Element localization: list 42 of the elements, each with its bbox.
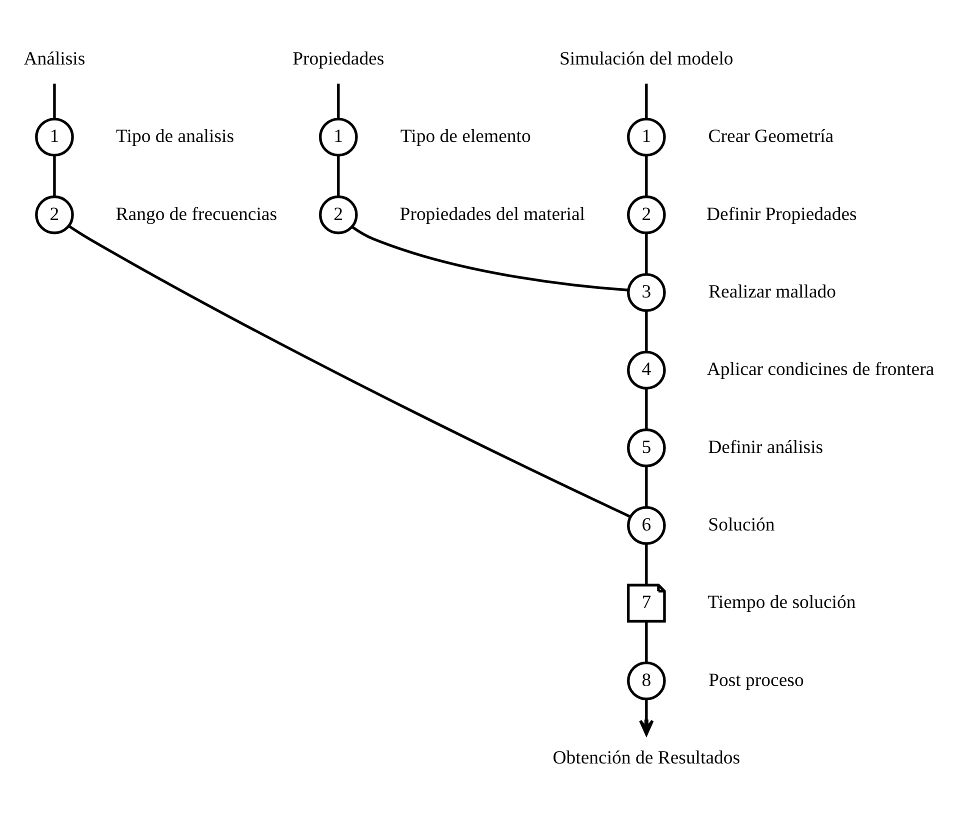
connector bbox=[645, 388, 648, 430]
node-circle: 2 bbox=[627, 195, 666, 234]
node-circle: 1 bbox=[627, 118, 666, 157]
arrow bbox=[639, 699, 654, 736]
connector bbox=[53, 84, 56, 119]
node-text: Análisis bbox=[24, 48, 86, 70]
node-circle: 2 bbox=[35, 195, 74, 234]
connector bbox=[68, 224, 631, 518]
node-circle: 2 bbox=[318, 195, 358, 234]
node-label: Tipo de analisis bbox=[116, 126, 234, 148]
node-circle: 1 bbox=[318, 118, 358, 157]
connector bbox=[645, 622, 648, 663]
node-label: Realizar mallado bbox=[708, 281, 836, 302]
connector bbox=[352, 226, 629, 292]
node-circle: 4 bbox=[627, 350, 666, 390]
connector bbox=[337, 84, 340, 119]
node-circle: 3 bbox=[627, 273, 666, 312]
node-label: Tiempo de solución bbox=[708, 592, 856, 614]
node-circle: 5 bbox=[627, 428, 666, 468]
connector bbox=[645, 84, 648, 119]
node-circle: 6 bbox=[627, 506, 666, 545]
connector bbox=[53, 156, 56, 197]
node-label: Post proceso bbox=[708, 670, 804, 691]
node-label: Crear Geometría bbox=[708, 126, 834, 148]
node-text: Obtención de Resultados bbox=[552, 747, 740, 768]
node-label: Tipo de elemento bbox=[400, 126, 531, 148]
node-text: Propiedades bbox=[292, 48, 384, 70]
node-label: Rango de frecuencias bbox=[116, 204, 278, 225]
node-label: Propiedades del material bbox=[400, 204, 585, 225]
connector bbox=[645, 466, 648, 508]
node-label: Solución bbox=[708, 514, 775, 536]
connector bbox=[645, 233, 648, 274]
node-circle: 8 bbox=[627, 661, 666, 700]
connector bbox=[645, 310, 648, 352]
node-circle: 1 bbox=[35, 118, 74, 157]
node-label: Definir Propiedades bbox=[706, 204, 857, 225]
node-text: Simulación del modelo bbox=[560, 48, 734, 70]
node-label: Aplicar condicines de frontera bbox=[706, 359, 934, 380]
connector bbox=[337, 156, 340, 197]
node-label: Definir análisis bbox=[708, 436, 824, 458]
connector bbox=[645, 156, 648, 197]
connector bbox=[645, 544, 648, 585]
